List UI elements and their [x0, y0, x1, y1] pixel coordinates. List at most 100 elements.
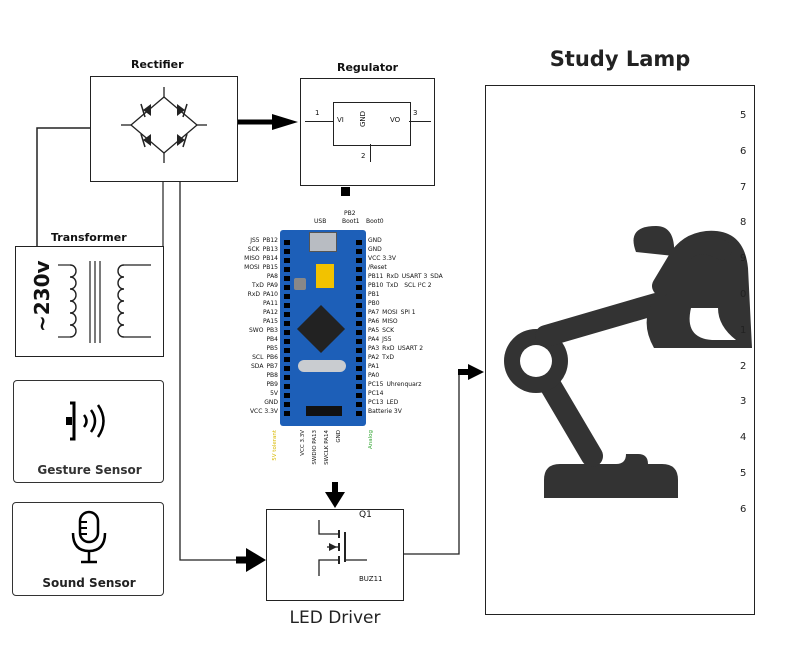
ruler-tick-label: 8 — [740, 217, 747, 229]
transformer-label: Transformer — [51, 231, 127, 244]
left-header-pins — [284, 240, 290, 420]
right-pin-name: PC13 — [368, 399, 384, 406]
mosfet-icon — [318, 520, 367, 576]
right-pin-function: SCK — [382, 327, 395, 334]
left-pin-function: MOSI — [244, 264, 260, 271]
right-pin-name: PA0 — [368, 372, 380, 379]
right-pin-name: PA2 — [368, 354, 380, 361]
left-pin-name: PB13 — [262, 246, 278, 253]
five-volt-tolerant-label: 5V tolerant — [272, 430, 278, 461]
led-driver-block: Q1 BUZ11 — [266, 509, 404, 601]
ruler-tick-label: 6 — [740, 503, 747, 515]
rectifier-block — [90, 76, 238, 182]
ruler-tick-label: 2 — [740, 360, 747, 372]
right-pin-group: USART 2 — [397, 345, 424, 352]
left-pin-name: PB8 — [266, 372, 278, 379]
analog-label: Analog — [368, 430, 374, 450]
left-pin-name: PA8 — [266, 273, 278, 280]
pin1-number: 1 — [315, 109, 320, 117]
right-pin-row: Batterie 3V — [368, 407, 442, 416]
bottom-pin-label: SWDIO PA13 — [312, 430, 318, 465]
left-pin-row: 5V — [222, 389, 278, 398]
swd-header — [306, 406, 342, 416]
bottom-pin-label: SWCLK PA14 — [324, 430, 330, 465]
regulator-ic — [333, 102, 411, 146]
ruler-tick-label: 5 — [740, 468, 747, 479]
reset-button — [294, 278, 306, 290]
left-pin-row: PA8 — [222, 272, 278, 281]
left-pin-name: VCC 3.3V — [249, 408, 278, 415]
right-pin-function: RxD — [386, 273, 399, 280]
sound-sensor-label: Sound Sensor — [42, 576, 136, 590]
bridge-rectifier-icon — [121, 87, 207, 163]
left-pin-name: PB14 — [262, 255, 278, 262]
right-pin-row: PB1 — [368, 290, 442, 299]
left-pin-name: PA11 — [263, 300, 278, 307]
left-pin-row: GND — [222, 398, 278, 407]
q1-label: Q1 — [359, 510, 372, 520]
right-pin-group: SPI 1 — [400, 309, 416, 316]
left-pin-name: PA10 — [263, 291, 278, 298]
left-pin-function: MISO — [244, 255, 260, 262]
gesture-sensor-block: Gesture Sensor — [13, 380, 164, 483]
right-pin-row: PA1 — [368, 362, 442, 371]
ruler-tick-label: 0 — [740, 289, 747, 300]
right-pin-function: LED — [386, 399, 399, 406]
pin2-number: 2 — [361, 152, 366, 160]
transformer-coil-icon — [58, 261, 151, 343]
desk-lamp-icon — [504, 226, 752, 498]
left-pin-name: PB9 — [266, 381, 278, 388]
boot1-label: Boot1 — [342, 218, 360, 225]
left-pin-row: PB5 — [222, 344, 278, 353]
left-pin-name: PB6 — [266, 354, 278, 361]
microphone-icon — [71, 510, 107, 564]
right-pin-name: PA3 — [368, 345, 380, 352]
boot0-label: Boot0 — [366, 218, 384, 225]
left-pin-name: 5V — [270, 390, 278, 397]
right-pin-extra: SDA — [430, 273, 443, 280]
usb-label: USB — [314, 218, 327, 225]
left-pin-name: PB3 — [266, 327, 278, 334]
left-pin-function: SCL — [252, 354, 264, 361]
left-pin-function: SCK — [247, 246, 260, 253]
rectifier-label: Rectifier — [131, 58, 184, 71]
right-pin-function: MISO — [382, 318, 398, 325]
left-pin-row: VCC 3.3V — [222, 407, 278, 416]
crystal — [298, 360, 346, 372]
ruler-tick-label: 1 — [740, 324, 747, 336]
left-pin-function: TxD — [252, 282, 264, 289]
ruler-tick-label: 6 — [740, 145, 747, 157]
vo-pin-label: VO — [390, 116, 401, 124]
ruler-tick-label: 4 — [740, 432, 747, 444]
right-pin-row: /Reset — [368, 263, 442, 272]
ruler-tick-label: 7 — [740, 181, 747, 193]
right-pin-name: PA4 — [368, 336, 380, 343]
left-pin-row: PA11 — [222, 299, 278, 308]
left-pin-name: PB5 — [266, 345, 278, 352]
left-pin-name: PB12 — [262, 237, 278, 244]
right-pin-name: PB0 — [368, 300, 380, 307]
led-driver-label: LED Driver — [289, 608, 381, 628]
mcu-top-labels: USB PB2 Boot1 Boot0 — [292, 208, 402, 230]
boot-jumpers — [316, 264, 334, 288]
right-pin-name: VCC 3.3V — [368, 255, 397, 262]
gesture-sensor-label: Gesture Sensor — [37, 463, 142, 477]
mcu-chip — [296, 304, 346, 354]
